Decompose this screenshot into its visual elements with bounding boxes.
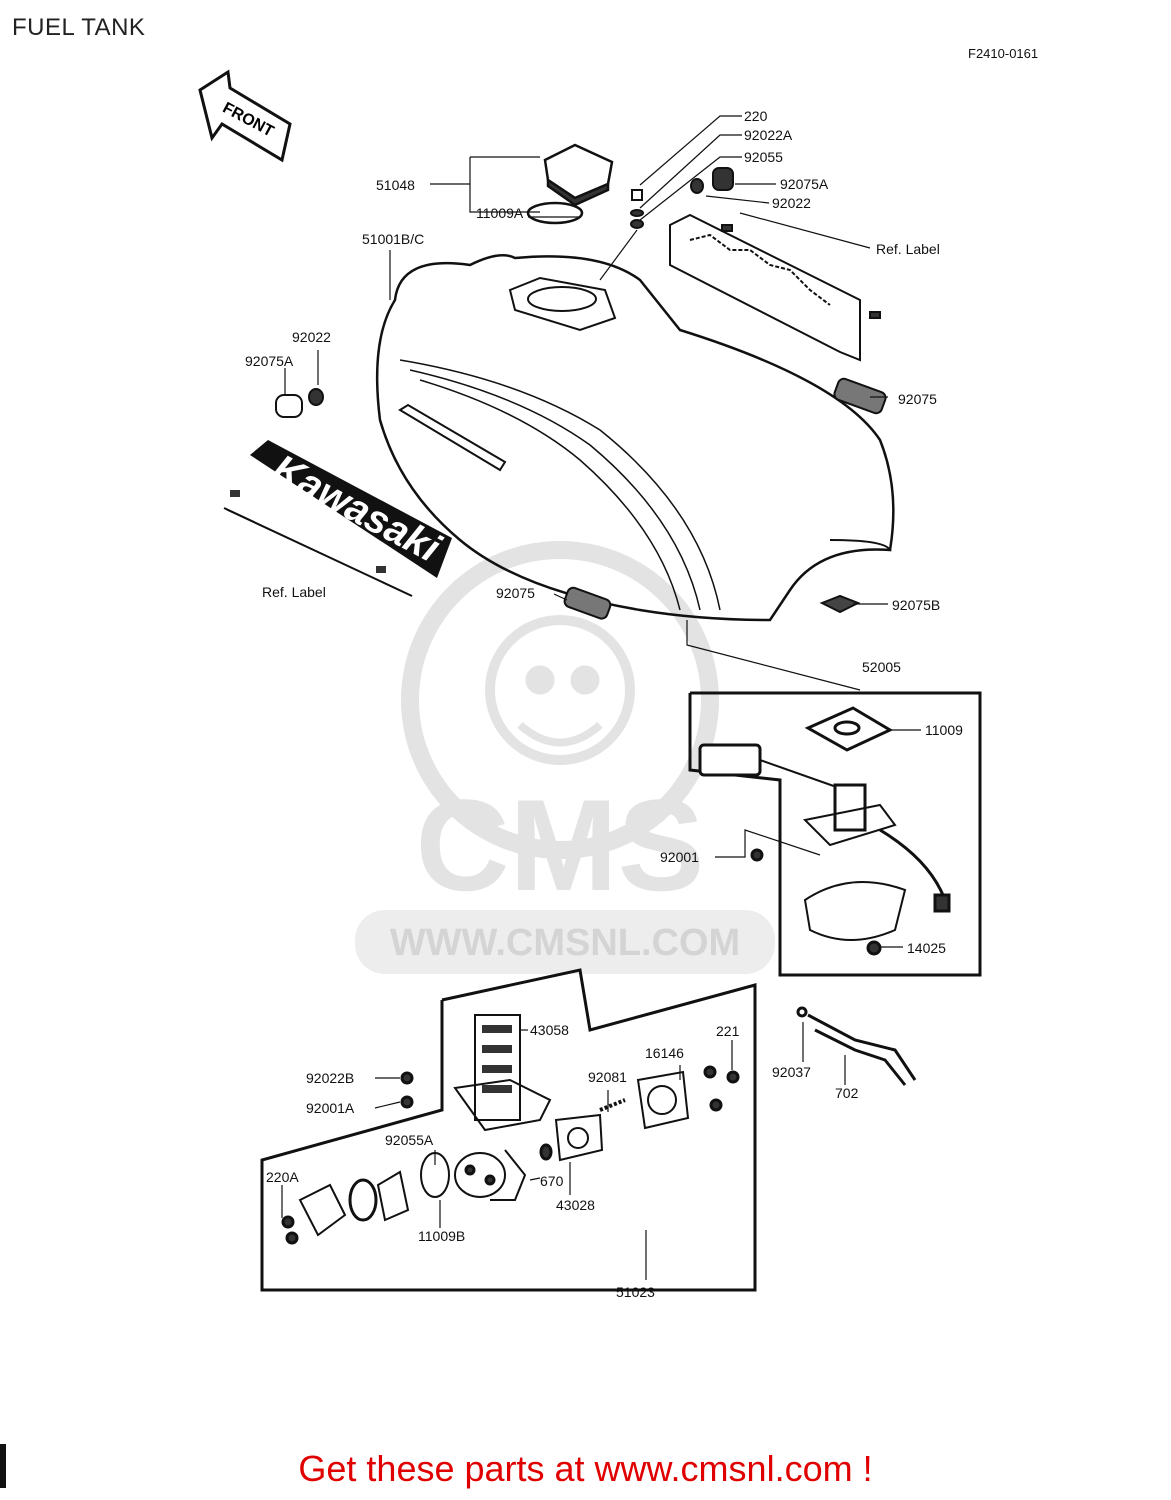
callout-92075B: 92075B bbox=[892, 597, 940, 613]
callout-52005: 52005 bbox=[862, 659, 901, 675]
callout-702: 702 bbox=[835, 1085, 859, 1101]
callout-51023: 51023 bbox=[616, 1284, 655, 1300]
cms-watermark: CMS WWW.CMSNL.COM bbox=[355, 541, 775, 974]
callout-43028: 43028 bbox=[556, 1197, 595, 1213]
callout-92055A: 92055A bbox=[385, 1132, 434, 1148]
callout-92022-top: 92022 bbox=[772, 195, 811, 211]
callout-92075-bottom: 92075 bbox=[496, 585, 535, 601]
callout-51001: 51001B/C bbox=[362, 231, 424, 247]
gas-cap-part bbox=[526, 143, 614, 225]
callout-ref-label-left: Ref. Label bbox=[262, 584, 326, 600]
callout-11009: 11009 bbox=[925, 722, 963, 738]
callout-92081: 92081 bbox=[588, 1069, 627, 1085]
fuel-cock-assembly-box bbox=[260, 968, 757, 1292]
callout-92022-left: 92022 bbox=[292, 329, 331, 345]
callout-14025: 14025 bbox=[907, 940, 946, 956]
rubber-dampers bbox=[563, 377, 887, 620]
top-fasteners bbox=[630, 167, 734, 229]
callout-16146: 16146 bbox=[645, 1045, 684, 1061]
callout-221: 221 bbox=[716, 1023, 740, 1039]
callout-92001: 92001 bbox=[660, 849, 699, 865]
callout-92075A-left: 92075A bbox=[245, 353, 294, 369]
kawasaki-decal: Kawasaki bbox=[223, 440, 452, 597]
ref-label-strip-top bbox=[669, 213, 881, 362]
sender-assembly-box bbox=[688, 691, 982, 977]
watermark-logo: CMS bbox=[416, 772, 705, 918]
callout-11009A: 11009A bbox=[476, 205, 524, 221]
callout-670: 670 bbox=[540, 1173, 564, 1189]
callout-92022B: 92022B bbox=[306, 1070, 354, 1086]
callout-92075-right: 92075 bbox=[898, 391, 937, 407]
callout-220: 220 bbox=[744, 108, 768, 124]
callout-92022A: 92022A bbox=[744, 127, 793, 143]
corner-mark bbox=[0, 1444, 6, 1488]
callout-92075A-top: 92075A bbox=[780, 176, 829, 192]
page-title: FUEL TANK bbox=[12, 14, 146, 41]
callout-51048: 51048 bbox=[376, 177, 415, 193]
callout-220A: 220A bbox=[266, 1169, 299, 1185]
fuel-tank-body bbox=[375, 253, 895, 622]
front-arrow-icon: FRONT bbox=[198, 69, 292, 163]
figure-code: F2410-0161 bbox=[968, 46, 1039, 61]
left-bushings bbox=[275, 388, 324, 418]
leader-lines bbox=[226, 115, 921, 1280]
watermark-url: WWW.CMSNL.COM bbox=[390, 922, 740, 964]
part-callouts: 220 92022A 92055 92075A 92022 51048 1100… bbox=[245, 108, 963, 1300]
fuel-hose-part bbox=[796, 1006, 917, 1086]
callout-92037: 92037 bbox=[772, 1064, 811, 1080]
callout-92055: 92055 bbox=[744, 149, 783, 165]
brand-decal-text: Kawasaki bbox=[265, 446, 447, 571]
callout-11009B: 11009B bbox=[418, 1228, 465, 1244]
callout-43058: 43058 bbox=[530, 1022, 569, 1038]
footer-cta-link[interactable]: Get these parts at www.cmsnl.com ! bbox=[298, 1448, 873, 1489]
callout-92001A: 92001A bbox=[306, 1100, 355, 1116]
callout-ref-label-top: Ref. Label bbox=[876, 241, 940, 257]
